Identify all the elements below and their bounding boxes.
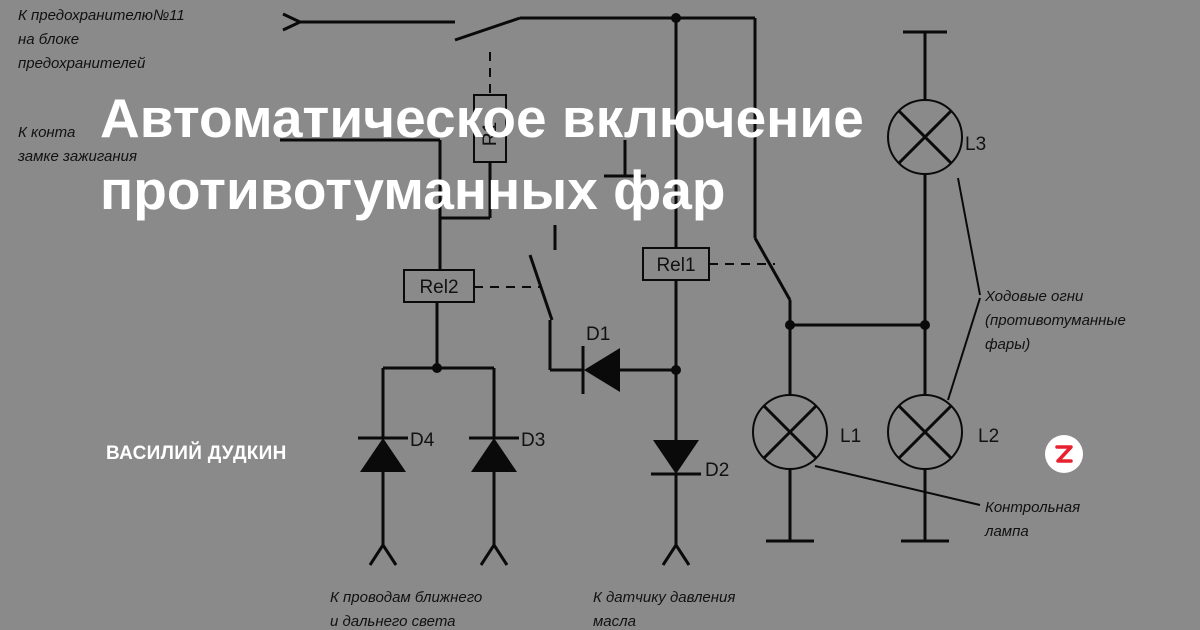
- callout-lines: [814, 177, 981, 506]
- d3-label: D3: [521, 430, 545, 451]
- author-name[interactable]: ВАСИЛИЙ ДУДКИН: [106, 443, 287, 464]
- junction-node: [432, 363, 442, 373]
- junction-node: [671, 365, 681, 375]
- zen-logo-icon[interactable]: [1045, 435, 1083, 473]
- note-fuse-2: на блоке: [18, 31, 79, 48]
- beam-branch-wires: [381, 302, 496, 438]
- title-line-2: противотуманных фар: [100, 159, 726, 221]
- l2-label: L2: [978, 426, 999, 447]
- note-beam-1: К проводам ближнего: [330, 589, 482, 606]
- zen-logo-mark: [1055, 445, 1073, 463]
- note-drl-2: (противотуманные: [985, 312, 1126, 329]
- rel1-label: Rel1: [656, 255, 695, 276]
- ignition-wire: [280, 138, 646, 270]
- note-ignition-1: К конта: [18, 124, 75, 141]
- note-fuse-3: предохранителей: [18, 55, 146, 72]
- note-oil-1: К датчику давления: [593, 589, 735, 606]
- diode-d1: D1: [581, 324, 676, 394]
- d2-label: D2: [705, 460, 729, 481]
- relay-rel2: Rel2: [403, 269, 540, 303]
- d4-label: D4: [410, 430, 435, 451]
- resistor-r1: R1: [473, 94, 507, 163]
- note-control-1: Контрольная: [985, 499, 1080, 516]
- diode-d3: D3: [469, 430, 545, 566]
- d1-label: D1: [586, 324, 610, 345]
- note-fuse-1: К предохранителю№11: [18, 7, 185, 24]
- r1-label: R1: [480, 122, 501, 146]
- fuse-input-wire: [282, 12, 757, 238]
- l1-label: L1: [840, 426, 861, 447]
- rel2-switch: [528, 225, 582, 372]
- note-drl-1: Ходовые огни: [984, 288, 1084, 305]
- lamp-l1: L1: [752, 394, 861, 543]
- note-beam-2: и дальнего света: [330, 613, 456, 630]
- diode-d4: D4: [358, 430, 435, 566]
- junction-node: [785, 320, 795, 330]
- l3-label: L3: [965, 134, 986, 155]
- note-control-2: лампа: [984, 523, 1029, 540]
- rel1-column: Rel1: [642, 18, 775, 440]
- schematic-notes: К предохранителю№11 на блоке предохранит…: [17, 7, 1126, 630]
- article-title: Автоматическое включение противотуманных…: [100, 82, 1100, 226]
- diode-d2: D2: [651, 440, 729, 566]
- note-oil-2: масла: [593, 613, 636, 630]
- note-drl-3: фары): [985, 336, 1030, 353]
- lamp-l2: L2: [887, 394, 999, 543]
- rel1-switch: [753, 237, 925, 395]
- title-line-1: Автоматическое включение: [100, 87, 864, 149]
- lamp-l3: L3: [887, 30, 986, 400]
- note-ignition-2: замке зажигания: [17, 148, 137, 165]
- rel2-label: Rel2: [419, 277, 458, 298]
